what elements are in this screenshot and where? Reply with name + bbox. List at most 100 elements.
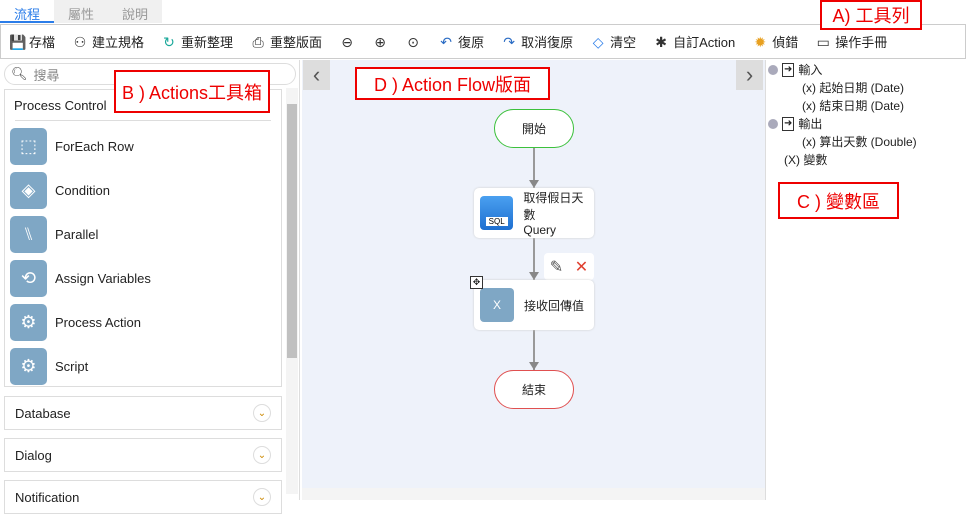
toolbox-item[interactable]: ⟲ Assign Variables (10, 259, 151, 297)
collapse-right-button[interactable]: › (736, 60, 763, 90)
annotation-toolbar: A) 工具列 (820, 0, 922, 30)
custom-action-icon: ✱ (655, 33, 667, 50)
chevron-down-icon[interactable]: ⌄ (253, 404, 271, 422)
fit-icon: ⊙ (407, 33, 419, 50)
scrollbar-thumb[interactable] (287, 104, 297, 358)
sql-icon: SQL (480, 196, 514, 230)
connector (533, 148, 535, 188)
toolbox-item-label: Process Action (55, 314, 141, 330)
toolbox-item-label: Script (55, 358, 89, 374)
toolbar-label: 偵錯 (772, 35, 799, 50)
end-node[interactable]: 結束 (494, 370, 574, 409)
divider (15, 120, 271, 121)
fit-button[interactable]: ⊙ (405, 34, 421, 50)
tab-properties[interactable]: 屬性 (54, 0, 109, 23)
redo-button[interactable]: ↷取消復原 (501, 32, 573, 51)
manual-icon: ▭ (816, 33, 830, 50)
toolbar-label: 存檔 (29, 35, 56, 50)
toolbox-item-label: Condition (55, 182, 110, 198)
input-group[interactable]: ➜輸入 (768, 61, 822, 78)
output-icon: ➜ (782, 116, 795, 131)
toolbar-label: 重新整理 (181, 35, 234, 50)
zoom-in-button[interactable]: ⊕ (372, 34, 388, 50)
collapse-icon[interactable] (768, 118, 778, 129)
toolbar-label: 重整版面 (270, 35, 323, 50)
delete-icon[interactable]: ✕ (574, 258, 589, 276)
toolbox-section[interactable]: Database⌄ (4, 396, 282, 430)
debug-button[interactable]: ✹偵錯 (752, 32, 798, 51)
toolbox-section[interactable]: Dialog ⌄ (4, 438, 282, 472)
node-actions: ✎ ✕ (544, 253, 594, 280)
eraser-icon: ◇ (592, 33, 604, 50)
start-node[interactable]: 開始 (494, 109, 574, 148)
toolbar-label: 自訂Action (673, 35, 736, 50)
search-icon: 🔍︎ (11, 66, 28, 81)
node-title: 取得假日天數 (523, 191, 584, 222)
variables-panel (765, 60, 966, 500)
assign-node[interactable]: X 接收回傳值 (474, 280, 594, 330)
toolbar: 💾存檔 ⚇ 建立規格 ↻ 重新整理 ⎙ 重整版面 ⊖ ⊕ ⊙ ↶復原 ↷取消復原 ◇清空 ✱ 自訂Actio… (0, 24, 966, 59)
script-icon: ⚙ (10, 347, 47, 385)
undo-button[interactable]: ↶復原 (438, 32, 484, 51)
process-action-icon: ⚙ (10, 303, 47, 341)
save-button[interactable]: 💾存檔 (9, 32, 55, 51)
toolbox-item[interactable]: ⑊Parallel (10, 215, 98, 253)
eraser-button[interactable]: ◇清空 (590, 32, 636, 51)
variable-item[interactable]: (x) 算出天數 (Double) (802, 135, 917, 149)
arrow-icon (529, 362, 539, 370)
assign-icon: ⟲ (10, 259, 47, 297)
spec-button[interactable]: ⚇ 建立規格 (72, 32, 144, 51)
collapse-left-button[interactable]: ‹ (303, 60, 330, 90)
toolbar-label: 操作手冊 (835, 35, 888, 50)
edit-icon[interactable]: ✎ (549, 258, 564, 276)
toolbox-item[interactable]: ⚙ Process Action (10, 303, 141, 341)
custom-action-button[interactable]: ✱ 自訂Action (653, 32, 735, 51)
toolbox-item[interactable]: ◈Condition (10, 171, 110, 209)
variable-item[interactable]: (x) 結束日期 (Date) (802, 99, 905, 113)
zoom-out-button[interactable]: ⊖ (339, 34, 355, 50)
tab-flow[interactable]: 流程 (0, 0, 55, 23)
variable-item[interactable]: (x) 起始日期 (Date) (802, 81, 905, 95)
tab-description[interactable]: 說明 (108, 0, 163, 23)
section-label: Dialog (15, 447, 52, 463)
output-group[interactable]: ➜輸出 (768, 115, 822, 132)
search-placeholder: 搜尋 (33, 67, 60, 83)
chevron-down-icon[interactable]: ⌄ (253, 446, 271, 464)
input-icon: ➜ (782, 62, 795, 77)
input-label: 輸入 (798, 63, 823, 77)
variables-group[interactable]: (X) 變數 (784, 153, 828, 167)
group-title[interactable]: Process Control (14, 98, 107, 113)
toolbox-item-label: Assign Variables (55, 270, 151, 286)
canvas-scrollbar[interactable] (302, 488, 765, 500)
node-title: 接收回傳值 (524, 298, 585, 313)
zoom-out-icon: ⊖ (341, 33, 353, 50)
tab-bar: 流程 屬性 說明 (0, 0, 163, 23)
chevron-down-icon[interactable]: ⌄ (253, 488, 271, 506)
spec-icon: ⚇ (73, 33, 87, 50)
toolbox-item-label: ForEach Row (55, 138, 134, 154)
manual-button[interactable]: ▭ 操作手冊 (815, 32, 888, 51)
process-control-group: Process Control ⬚ForEach Row ◈Condition ⑊P… (4, 89, 282, 387)
start-label: 開始 (521, 122, 546, 136)
toolbar-label: 復原 (458, 35, 485, 50)
layout-icon: ⎙ (252, 33, 264, 50)
annotation-toolbox: B ) Actions工具箱 (114, 70, 270, 113)
layout-button[interactable]: ⎙ 重整版面 (250, 32, 322, 51)
move-handle-icon[interactable]: ✥ (470, 276, 483, 289)
annotation-flow: D ) Action Flow版面 (355, 67, 550, 100)
toolbar-label: 取消復原 (521, 35, 574, 50)
toolbox-item[interactable]: ⬚ForEach Row (10, 127, 134, 165)
annotation-variables: C ) 變數區 (778, 182, 899, 219)
connector (533, 328, 535, 370)
refresh-button[interactable]: ↻ 重新整理 (161, 32, 233, 51)
toolbar-label: 建立規格 (92, 35, 145, 50)
toolbox-section[interactable]: Notification⌄ (4, 480, 282, 514)
collapse-icon[interactable] (768, 64, 778, 75)
end-label: 結束 (521, 383, 546, 397)
sql-badge: SQL (485, 217, 508, 226)
save-icon: 💾 (9, 33, 27, 50)
node-subtitle: Query (523, 223, 557, 237)
toolbox-item[interactable]: ⚙ Script (10, 347, 88, 385)
refresh-icon: ↻ (163, 33, 175, 50)
